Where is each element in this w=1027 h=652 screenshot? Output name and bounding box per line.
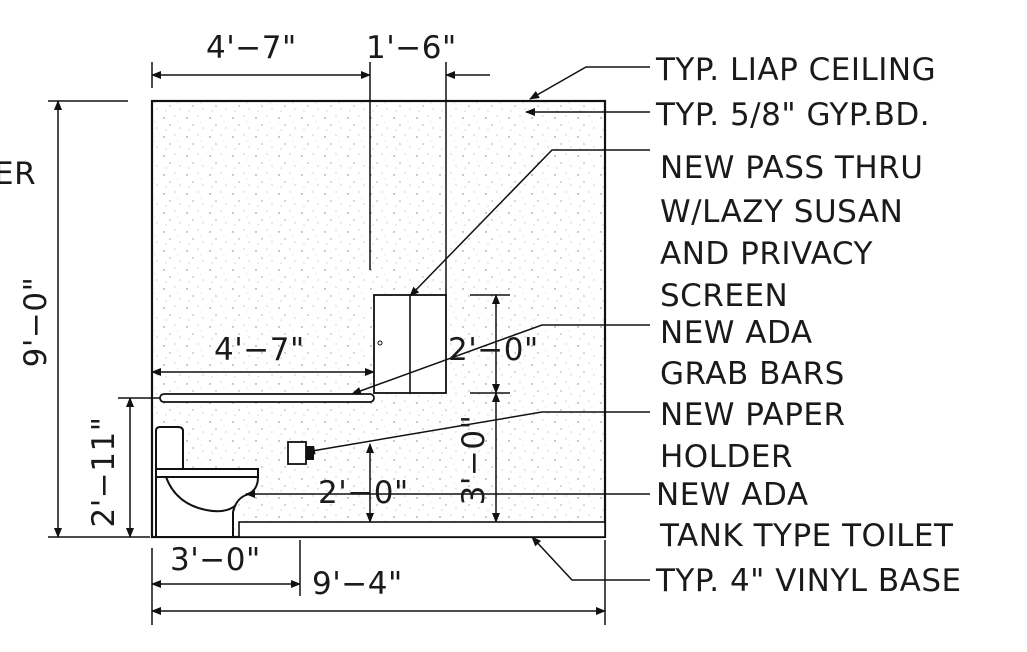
- dim-pass-thru-height: 2'−0": [448, 332, 539, 368]
- note-liap-ceiling: TYP. LIAP CEILING: [655, 52, 936, 88]
- dim-height-total: 9'−0": [18, 277, 54, 368]
- note-holder: HOLDER: [660, 439, 793, 475]
- dim-holder-height: 2'−0": [318, 475, 409, 511]
- dim-top-offset: 1'−6": [366, 30, 457, 66]
- pass-thru-lazy-susan: [373, 294, 447, 394]
- note-lazy-susan: W/LAZY SUSAN: [660, 194, 903, 230]
- dimension-labels: 4'−7" 1'−6" 9'−0" 4'−7" 2'−0" 3'−0" 2'−1…: [0, 30, 539, 602]
- note-pass-thru: NEW PASS THRU: [660, 150, 923, 186]
- vinyl-base: [238, 521, 606, 538]
- note-grab-bars: GRAB BARS: [660, 356, 845, 392]
- cut-off-text: ER: [0, 156, 36, 192]
- dim-grab-bar-width: 4'−7": [214, 332, 305, 368]
- dim-top-width: 4'−7": [206, 30, 297, 66]
- note-new-ada-grab: NEW ADA: [660, 315, 813, 351]
- note-screen: SCREEN: [660, 278, 788, 314]
- dim-toilet-offset: 3'−0": [170, 542, 261, 578]
- note-privacy: AND PRIVACY: [660, 236, 873, 272]
- note-new-ada-toilet: NEW ADA: [656, 477, 809, 513]
- dim-pass-thru-elev: 3'−0": [456, 415, 492, 506]
- dimension-lines: [48, 62, 606, 625]
- note-tank-type-toilet: TANK TYPE TOILET: [659, 518, 954, 554]
- note-gyp-bd: TYP. 5/8" GYP.BD.: [655, 97, 930, 133]
- note-vinyl-base: TYP. 4" VINYL BASE: [655, 563, 962, 599]
- note-new-paper: NEW PAPER: [660, 397, 846, 433]
- dim-bottom-width: 9'−4": [312, 566, 403, 602]
- dim-toilet-height: 2'−11": [86, 417, 122, 528]
- leader-lines: [245, 66, 650, 581]
- drawing-notes: TYP. LIAP CEILING TYP. 5/8" GYP.BD. NEW …: [655, 52, 962, 599]
- ada-grab-bar: [159, 393, 375, 403]
